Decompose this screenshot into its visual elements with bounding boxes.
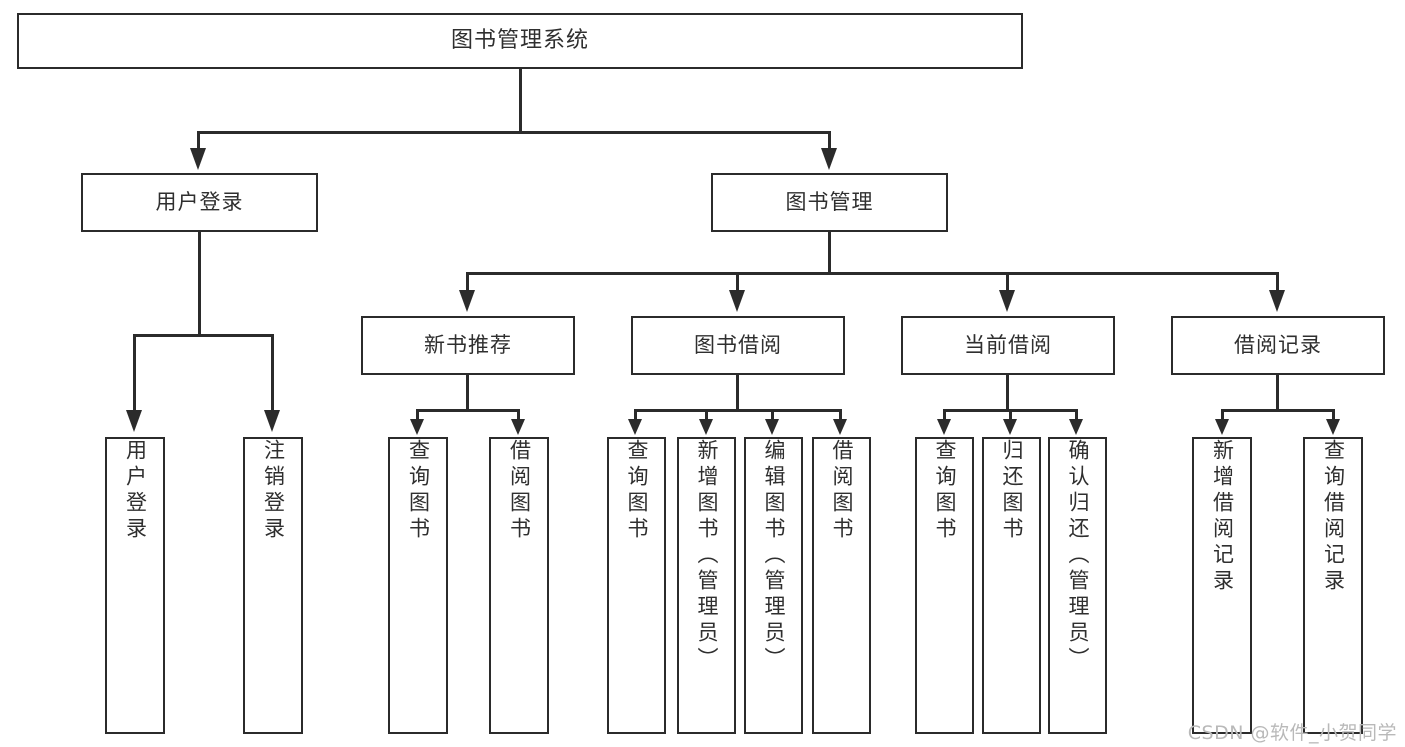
connector-level3-bus <box>466 272 1279 275</box>
arrowhead-bookborrow-2 <box>699 419 713 435</box>
node-book-borrow[interactable]: 图书借阅 <box>631 316 845 375</box>
leaf-return-books[interactable]: 归还图书 <box>982 437 1041 734</box>
leaf-search-books-current[interactable]: 查询图书 <box>915 437 974 734</box>
node-user-login[interactable]: 用户登录 <box>81 173 318 232</box>
arrowhead-level3-2 <box>729 290 745 312</box>
connector-borrow-records-stem <box>1276 375 1279 411</box>
connector-drop-login-1 <box>133 334 136 412</box>
connector-drop-level3-4 <box>1276 272 1279 292</box>
connector-drop-bookborrow-3 <box>771 409 774 421</box>
connector-borrow-records-bus <box>1221 409 1335 412</box>
arrowhead-bookborrow-1 <box>628 419 642 435</box>
node-label: 借阅图书 <box>507 439 532 543</box>
connector-root-stem <box>519 69 522 133</box>
node-current-borrow[interactable]: 当前借阅 <box>901 316 1115 375</box>
node-book-management[interactable]: 图书管理 <box>711 173 948 232</box>
node-borrow-records[interactable]: 借阅记录 <box>1171 316 1385 375</box>
arrowhead-borrowrecords-2 <box>1326 419 1340 435</box>
arrowhead-login-1 <box>126 410 142 432</box>
node-label: 查询图书 <box>933 439 957 543</box>
connector-new-book-stem <box>466 375 469 411</box>
leaf-edit-book-admin[interactable]: 编辑图书（管理员） <box>744 437 803 734</box>
connector-drop-borrowrecords-2 <box>1332 409 1335 421</box>
connector-drop-user-login <box>197 131 200 151</box>
connector-book-borrow-bus <box>634 409 842 412</box>
node-label: 图书借阅 <box>694 333 782 358</box>
connector-drop-bookborrow-1 <box>634 409 637 421</box>
leaf-logout[interactable]: 注销登录 <box>243 437 303 734</box>
node-label: 图书管理 <box>785 190 874 215</box>
leaf-user-login[interactable]: 用户登录 <box>105 437 165 734</box>
leaf-add-borrow-record[interactable]: 新增借阅记录 <box>1192 437 1252 734</box>
leaf-borrow-books-recommend[interactable]: 借阅图书 <box>489 437 549 734</box>
arrowhead-bookborrow-3 <box>765 419 779 435</box>
node-label: 查询图书 <box>406 439 431 543</box>
node-label: 借阅图书 <box>830 439 854 543</box>
node-label: 编辑图书（管理员） <box>762 439 786 673</box>
node-label: 图书管理系统 <box>450 28 589 54</box>
connector-drop-borrowrecords-1 <box>1221 409 1224 421</box>
connector-drop-level3-3 <box>1006 272 1009 292</box>
connector-drop-currentborrow-1 <box>943 409 946 421</box>
node-root-book-management-system[interactable]: 图书管理系统 <box>17 13 1023 69</box>
arrowhead-borrowrecords-1 <box>1215 419 1229 435</box>
connector-drop-level3-1 <box>466 272 469 292</box>
arrowhead-user-login <box>190 148 206 170</box>
node-label: 新增图书（管理员） <box>695 439 719 673</box>
leaf-confirm-return-admin[interactable]: 确认归还（管理员） <box>1048 437 1107 734</box>
connector-drop-bookborrow-4 <box>839 409 842 421</box>
arrowhead-bookborrow-4 <box>833 419 847 435</box>
arrowhead-login-2 <box>264 410 280 432</box>
arrowhead-currentborrow-3 <box>1069 419 1083 435</box>
connector-book-management-stem <box>828 232 831 274</box>
arrowhead-currentborrow-2 <box>1003 419 1017 435</box>
leaf-borrow-books[interactable]: 借阅图书 <box>812 437 871 734</box>
connector-drop-level3-2 <box>736 272 739 292</box>
connector-drop-bookborrow-2 <box>705 409 708 421</box>
node-label: 注销登录 <box>261 439 286 543</box>
leaf-search-books-recommend[interactable]: 查询图书 <box>388 437 448 734</box>
connector-drop-currentborrow-2 <box>1009 409 1012 421</box>
connector-drop-login-2 <box>271 334 274 412</box>
connector-new-book-bus <box>416 409 520 412</box>
arrowhead-level3-3 <box>999 290 1015 312</box>
node-label: 借阅记录 <box>1234 333 1322 358</box>
connector-drop-newbook-2 <box>517 409 520 421</box>
arrowhead-newbook-1 <box>410 419 424 435</box>
arrowhead-level3-1 <box>459 290 475 312</box>
connector-level2-bus <box>197 131 831 134</box>
csdn-watermark: CSDN @软件_小贺同学 <box>1187 722 1397 744</box>
arrowhead-newbook-2 <box>511 419 525 435</box>
arrowhead-currentborrow-1 <box>937 419 951 435</box>
node-label: 查询借阅记录 <box>1321 439 1346 595</box>
arrowhead-level3-4 <box>1269 290 1285 312</box>
leaf-search-books-borrow[interactable]: 查询图书 <box>607 437 666 734</box>
node-label: 确认归还（管理员） <box>1066 439 1090 673</box>
connector-user-login-bus <box>133 334 274 337</box>
node-label: 用户登录 <box>123 439 148 543</box>
connector-book-borrow-stem <box>736 375 739 411</box>
leaf-add-book-admin[interactable]: 新增图书（管理员） <box>677 437 736 734</box>
connector-drop-currentborrow-3 <box>1075 409 1078 421</box>
leaf-search-borrow-record[interactable]: 查询借阅记录 <box>1303 437 1363 734</box>
node-label: 当前借阅 <box>964 333 1052 358</box>
connector-drop-book-management <box>828 131 831 151</box>
node-label: 新增借阅记录 <box>1210 439 1235 595</box>
connector-current-borrow-stem <box>1006 375 1009 411</box>
connector-drop-newbook-1 <box>416 409 419 421</box>
node-label: 归还图书 <box>1000 439 1024 543</box>
connector-user-login-stem <box>198 232 201 336</box>
node-label: 新书推荐 <box>424 333 512 358</box>
node-label: 查询图书 <box>625 439 649 543</box>
arrowhead-book-management <box>821 148 837 170</box>
node-label: 用户登录 <box>155 190 244 215</box>
node-new-book-recommend[interactable]: 新书推荐 <box>361 316 575 375</box>
